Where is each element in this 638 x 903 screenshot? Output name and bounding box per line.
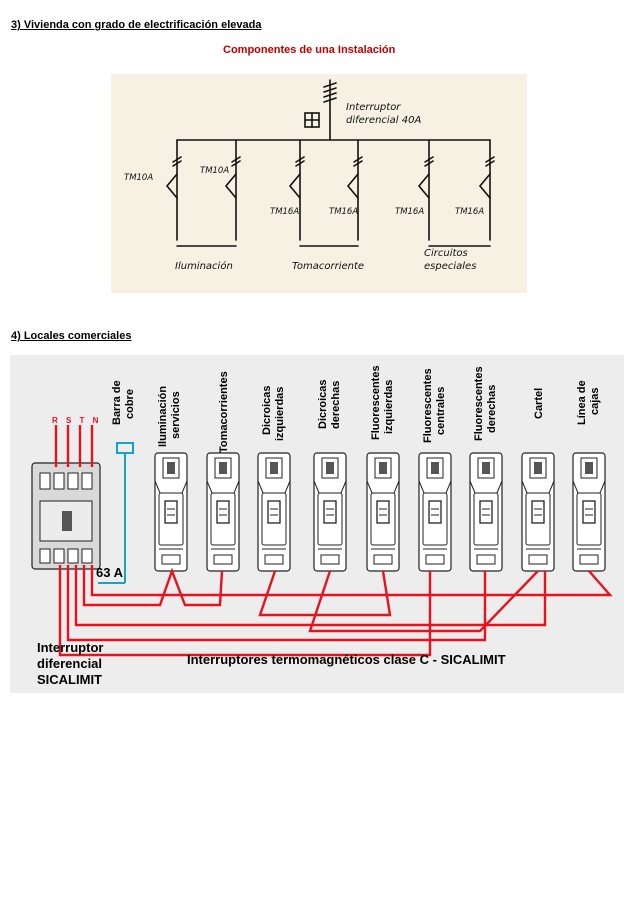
commercial-panel-diagram: R S T N 63 A Barra de cobre Iluminación … [10,355,624,693]
svg-text:Fluorescentes: Fluorescentes [473,366,485,441]
group-label-special-1: Circuitos [424,248,468,259]
differential-label-1: Interruptor [37,640,103,655]
svg-text:Dicroicas: Dicroicas [261,385,273,435]
svg-text:Línea de: Línea de [576,380,588,425]
breaker-label-dicroicas-izq: Dicroicas izquierdas [261,385,286,441]
breaker-label-linea-cajas: Línea de cajas [576,380,601,425]
differential-label-2: diferencial [37,656,102,671]
svg-text:servicios: servicios [170,391,182,439]
svg-text:Fluorescentes: Fluorescentes [422,368,434,443]
busbar-label: Barra de cobre [111,380,136,425]
wiring [54,425,613,657]
breaker-label-dicroicas-der: Dicroicas derechas [317,379,342,429]
breakers-caption: Interruptores termomagnéticos clase C - … [187,652,506,667]
phase-labels: R S T N [52,416,101,425]
breaker-label: TM16A [455,207,484,217]
group-label-special-2: especiales [424,261,476,272]
differential-label-3: SICALIMIT [37,672,102,687]
residential-circuit-drawing: Interruptor diferencial 40A TM10A TM10A … [124,79,495,272]
svg-text:izquierdas: izquierdas [383,380,395,434]
svg-text:cobre: cobre [124,389,136,419]
svg-text:Dicroicas: Dicroicas [317,379,329,429]
rating-label: 63 A [96,565,124,580]
svg-text:cajas: cajas [589,387,601,415]
residential-circuit-diagram: Interruptor diferencial 40A TM10A TM10A … [111,74,527,293]
breaker-label-tomacorrientes: Tomacorrientes [218,371,230,453]
svg-text:centrales: centrales [435,387,447,435]
group-label-outlets: Tomacorriente [292,261,364,272]
breaker-label-fluor-izq: Fluorescentes izquierdas [370,365,395,440]
section3-subtitle: Componentes de una Instalación [223,44,396,56]
breaker-label: TM16A [395,207,424,217]
breaker-label-fluor-der: Fluorescentes derechas [473,366,498,441]
svg-text:Iluminación: Iluminación [157,386,169,447]
differential-switch [31,462,101,570]
svg-text:derechas: derechas [486,385,498,433]
breaker-label: TM10A [124,173,153,183]
commercial-panel-drawing: R S T N 63 A Barra de cobre Iluminación … [31,365,613,687]
copper-busbar [98,442,134,584]
section3-heading: 3) Vivienda con grado de electrificación… [11,19,262,31]
group-label-lighting: Iluminación [175,260,233,272]
svg-text:Cartel: Cartel [533,388,545,419]
main-switch-label-2: diferencial 40A [346,115,421,126]
svg-text:Fluorescentes: Fluorescentes [370,365,382,440]
svg-text:Barra de: Barra de [111,380,123,425]
breaker-label-iluminacion: Iluminación servicios [157,386,182,447]
breaker-label: TM16A [270,207,299,217]
main-switch-label-1: Interruptor [346,102,401,113]
breaker-label-cartel: Cartel [533,388,545,419]
breaker-row [154,452,606,572]
svg-text:izquierdas: izquierdas [274,387,286,441]
breaker-label: TM10A [200,166,229,176]
svg-text:Tomacorrientes: Tomacorrientes [218,371,230,453]
breaker-label-fluor-centrales: Fluorescentes centrales [422,368,447,443]
svg-text:derechas: derechas [330,381,342,429]
section4-heading: 4) Locales comerciales [11,330,132,342]
breaker-label: TM16A [329,207,358,217]
